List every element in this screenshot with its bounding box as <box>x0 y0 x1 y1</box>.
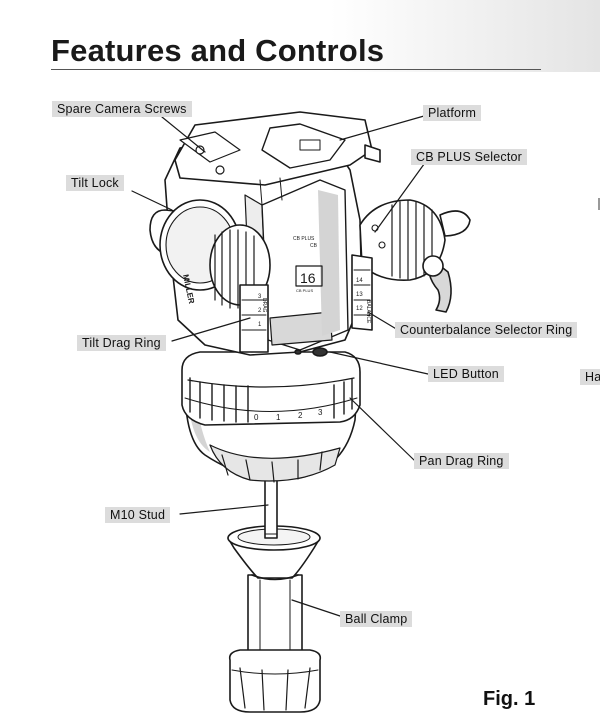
balance-digit: 13 <box>356 292 363 298</box>
callout-cb-plus-selector: CB PLUS Selector <box>411 149 528 165</box>
callout-led-button: LED Button <box>428 366 504 382</box>
tilt-drag-digit: 2 <box>258 308 262 314</box>
figure-label: Fig. 1 <box>483 688 536 710</box>
callout-platform: Platform <box>423 105 482 121</box>
tilt-drag-digit: 3 <box>258 294 262 300</box>
pan-drag-digit: 3 <box>318 408 323 417</box>
counterbalance-knob <box>359 199 471 313</box>
ball-clamp <box>228 574 322 713</box>
page-title: Features and Controls <box>51 33 385 68</box>
balance-label: BALANCE <box>365 300 371 324</box>
title-underline <box>51 69 541 70</box>
tilt-drag-digit: 1 <box>258 322 262 328</box>
counterbalance-ring <box>351 254 373 331</box>
cb-label: CB <box>310 243 318 249</box>
header-band <box>0 0 600 72</box>
drag-label: DRAG <box>261 298 267 313</box>
leader-lines <box>131 115 429 618</box>
balance-digit: 12 <box>356 306 363 312</box>
callout-cropped: Ha <box>580 369 600 385</box>
callout-spare-camera-screws: Spare Camera Screws <box>52 101 192 117</box>
page-edge-mark <box>598 198 600 210</box>
platform <box>174 111 381 206</box>
model-number: 16 <box>300 270 316 286</box>
pan-drag-ring <box>181 351 361 426</box>
tilt-lock-assembly <box>149 199 271 309</box>
callout-counterbalance-selector-ring: Counterbalance Selector Ring <box>395 322 578 338</box>
callout-m10-stud: M10 Stud <box>105 507 171 523</box>
pan-drag-digit: 2 <box>298 411 303 420</box>
cb-plus-small-label: CB PLUS <box>296 288 313 293</box>
callout-ball-clamp: Ball Clamp <box>340 611 413 627</box>
tilt-drag-ring <box>239 284 269 353</box>
cb-plus-label: CB PLUS <box>293 236 315 242</box>
pan-drag-digit: 0 <box>254 413 259 422</box>
callout-tilt-drag-ring: Tilt Drag Ring <box>77 335 166 351</box>
callout-pan-drag-ring: Pan Drag Ring <box>414 453 509 469</box>
pan-drag-digit: 1 <box>276 413 281 422</box>
callout-tilt-lock: Tilt Lock <box>66 175 124 191</box>
balance-digit: 14 <box>356 278 363 284</box>
